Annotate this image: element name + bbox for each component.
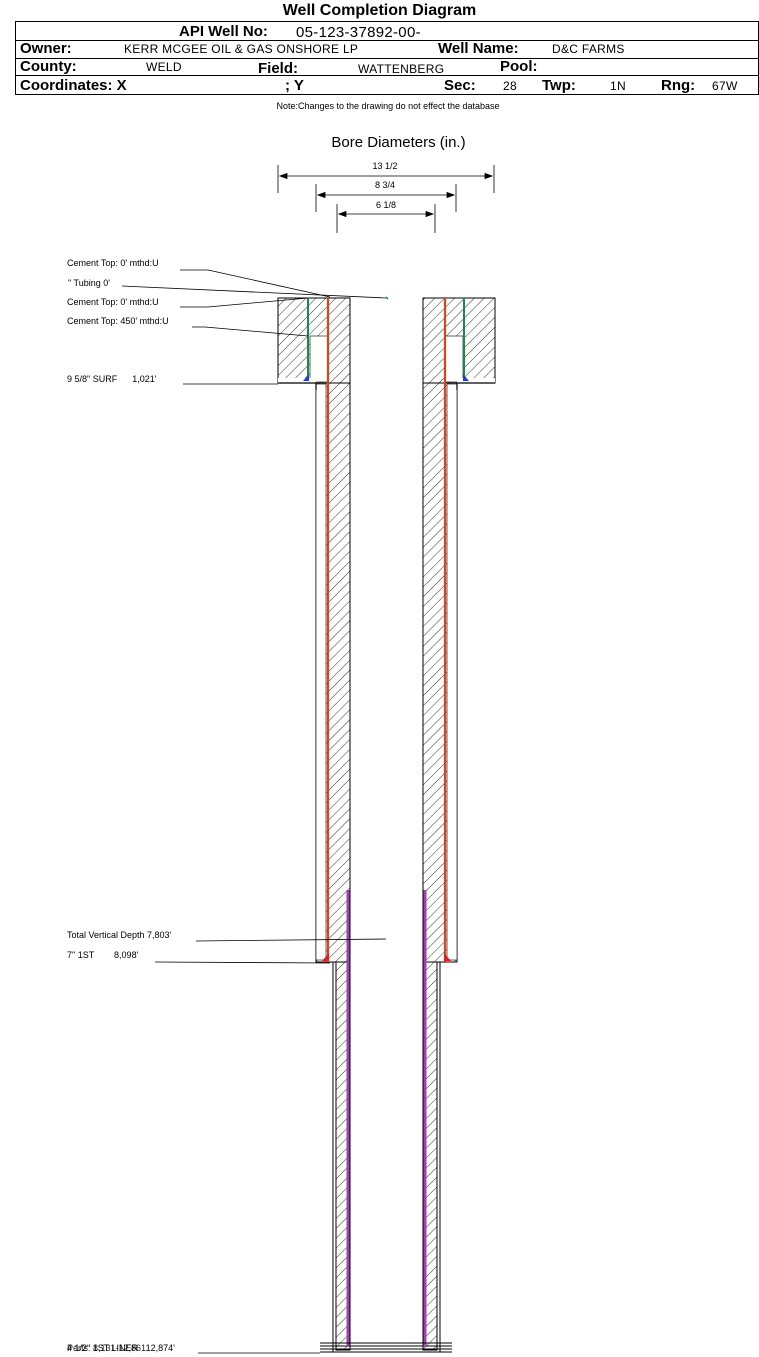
coord-y-label: ; Y [285,77,304,94]
twp-label: Twp: [542,77,576,94]
field-value: WATTENBERG [358,62,445,76]
owner-value: KERR MCGEE OIL & GAS ONSHORE LP [124,42,359,56]
page-title: Well Completion Diagram [282,2,477,19]
coord-x-label: Coordinates: X [20,77,127,94]
bore-diameters-title: Bore Diameters (in.) [331,134,466,151]
header-rule [15,40,759,41]
header-rule [15,58,759,59]
well-name-label: Well Name: [438,40,519,57]
cement-top-label-1: Cement Top: 0' mthd:U [67,258,159,268]
field-label: Field: [258,60,298,77]
intermediate-casing-label: 7" 1ST 8,098' [67,950,139,960]
surface-casing-shoe-left [303,374,309,381]
bore-diameter-label-1: 13 1/2 [372,161,398,171]
sec-value: 28 [503,79,517,93]
bottom-lines [320,1342,452,1353]
bore-dimension-3 [336,204,436,233]
tubing-label: " Tubing 0' [68,278,110,288]
surface-annulus-left [309,335,329,383]
bore-diameter-label-2: 8 3/4 [374,180,396,190]
rng-label: Rng: [661,77,696,94]
header-top-rule [15,21,759,22]
header-left-border [15,21,16,95]
annotation-leaders [121,269,387,1354]
perfs-label: Perfs: 8,131-12,861 [67,1343,147,1353]
well-name-value: D&C FARMS [552,42,625,56]
county-value: WELD [146,60,182,74]
sec-label: Sec: [444,77,476,94]
bore-dimension-1 [277,165,495,193]
api-label: API Well No: [179,23,268,40]
twp-value: 1N [610,79,626,93]
cement-top-label-2: Cement Top: 0' mthd:U [67,297,159,307]
header-rule [15,75,759,76]
note-text: Note:Changes to the drawing do not effec… [276,101,500,111]
county-label: County: [20,58,77,75]
surface-casing-label: 9 5/8" SURF 1,021' [67,374,157,384]
api-value: 05-123-37892-00- [296,24,421,41]
surface-casing-shoe-right [463,374,469,381]
header-bottom-rule [15,94,759,95]
tvd-label: Total Vertical Depth 7,803' [67,930,172,940]
rng-value: 67W [712,79,738,93]
bore-diameter-label-3: 6 1/8 [375,200,397,210]
pool-label: Pool: [500,58,538,75]
intermediate-casing-shoe-right [444,953,451,961]
owner-label: Owner: [20,40,72,57]
liner-label: 4 1/2" 1ST LINER 12,874' [67,1343,175,1353]
surface-annulus-right [444,335,464,383]
bore-dimension-2 [315,184,457,212]
cement-top-label-3: Cement Top: 450' mthd:U [67,316,169,326]
intermediate-casing-shoe-left [322,953,329,961]
